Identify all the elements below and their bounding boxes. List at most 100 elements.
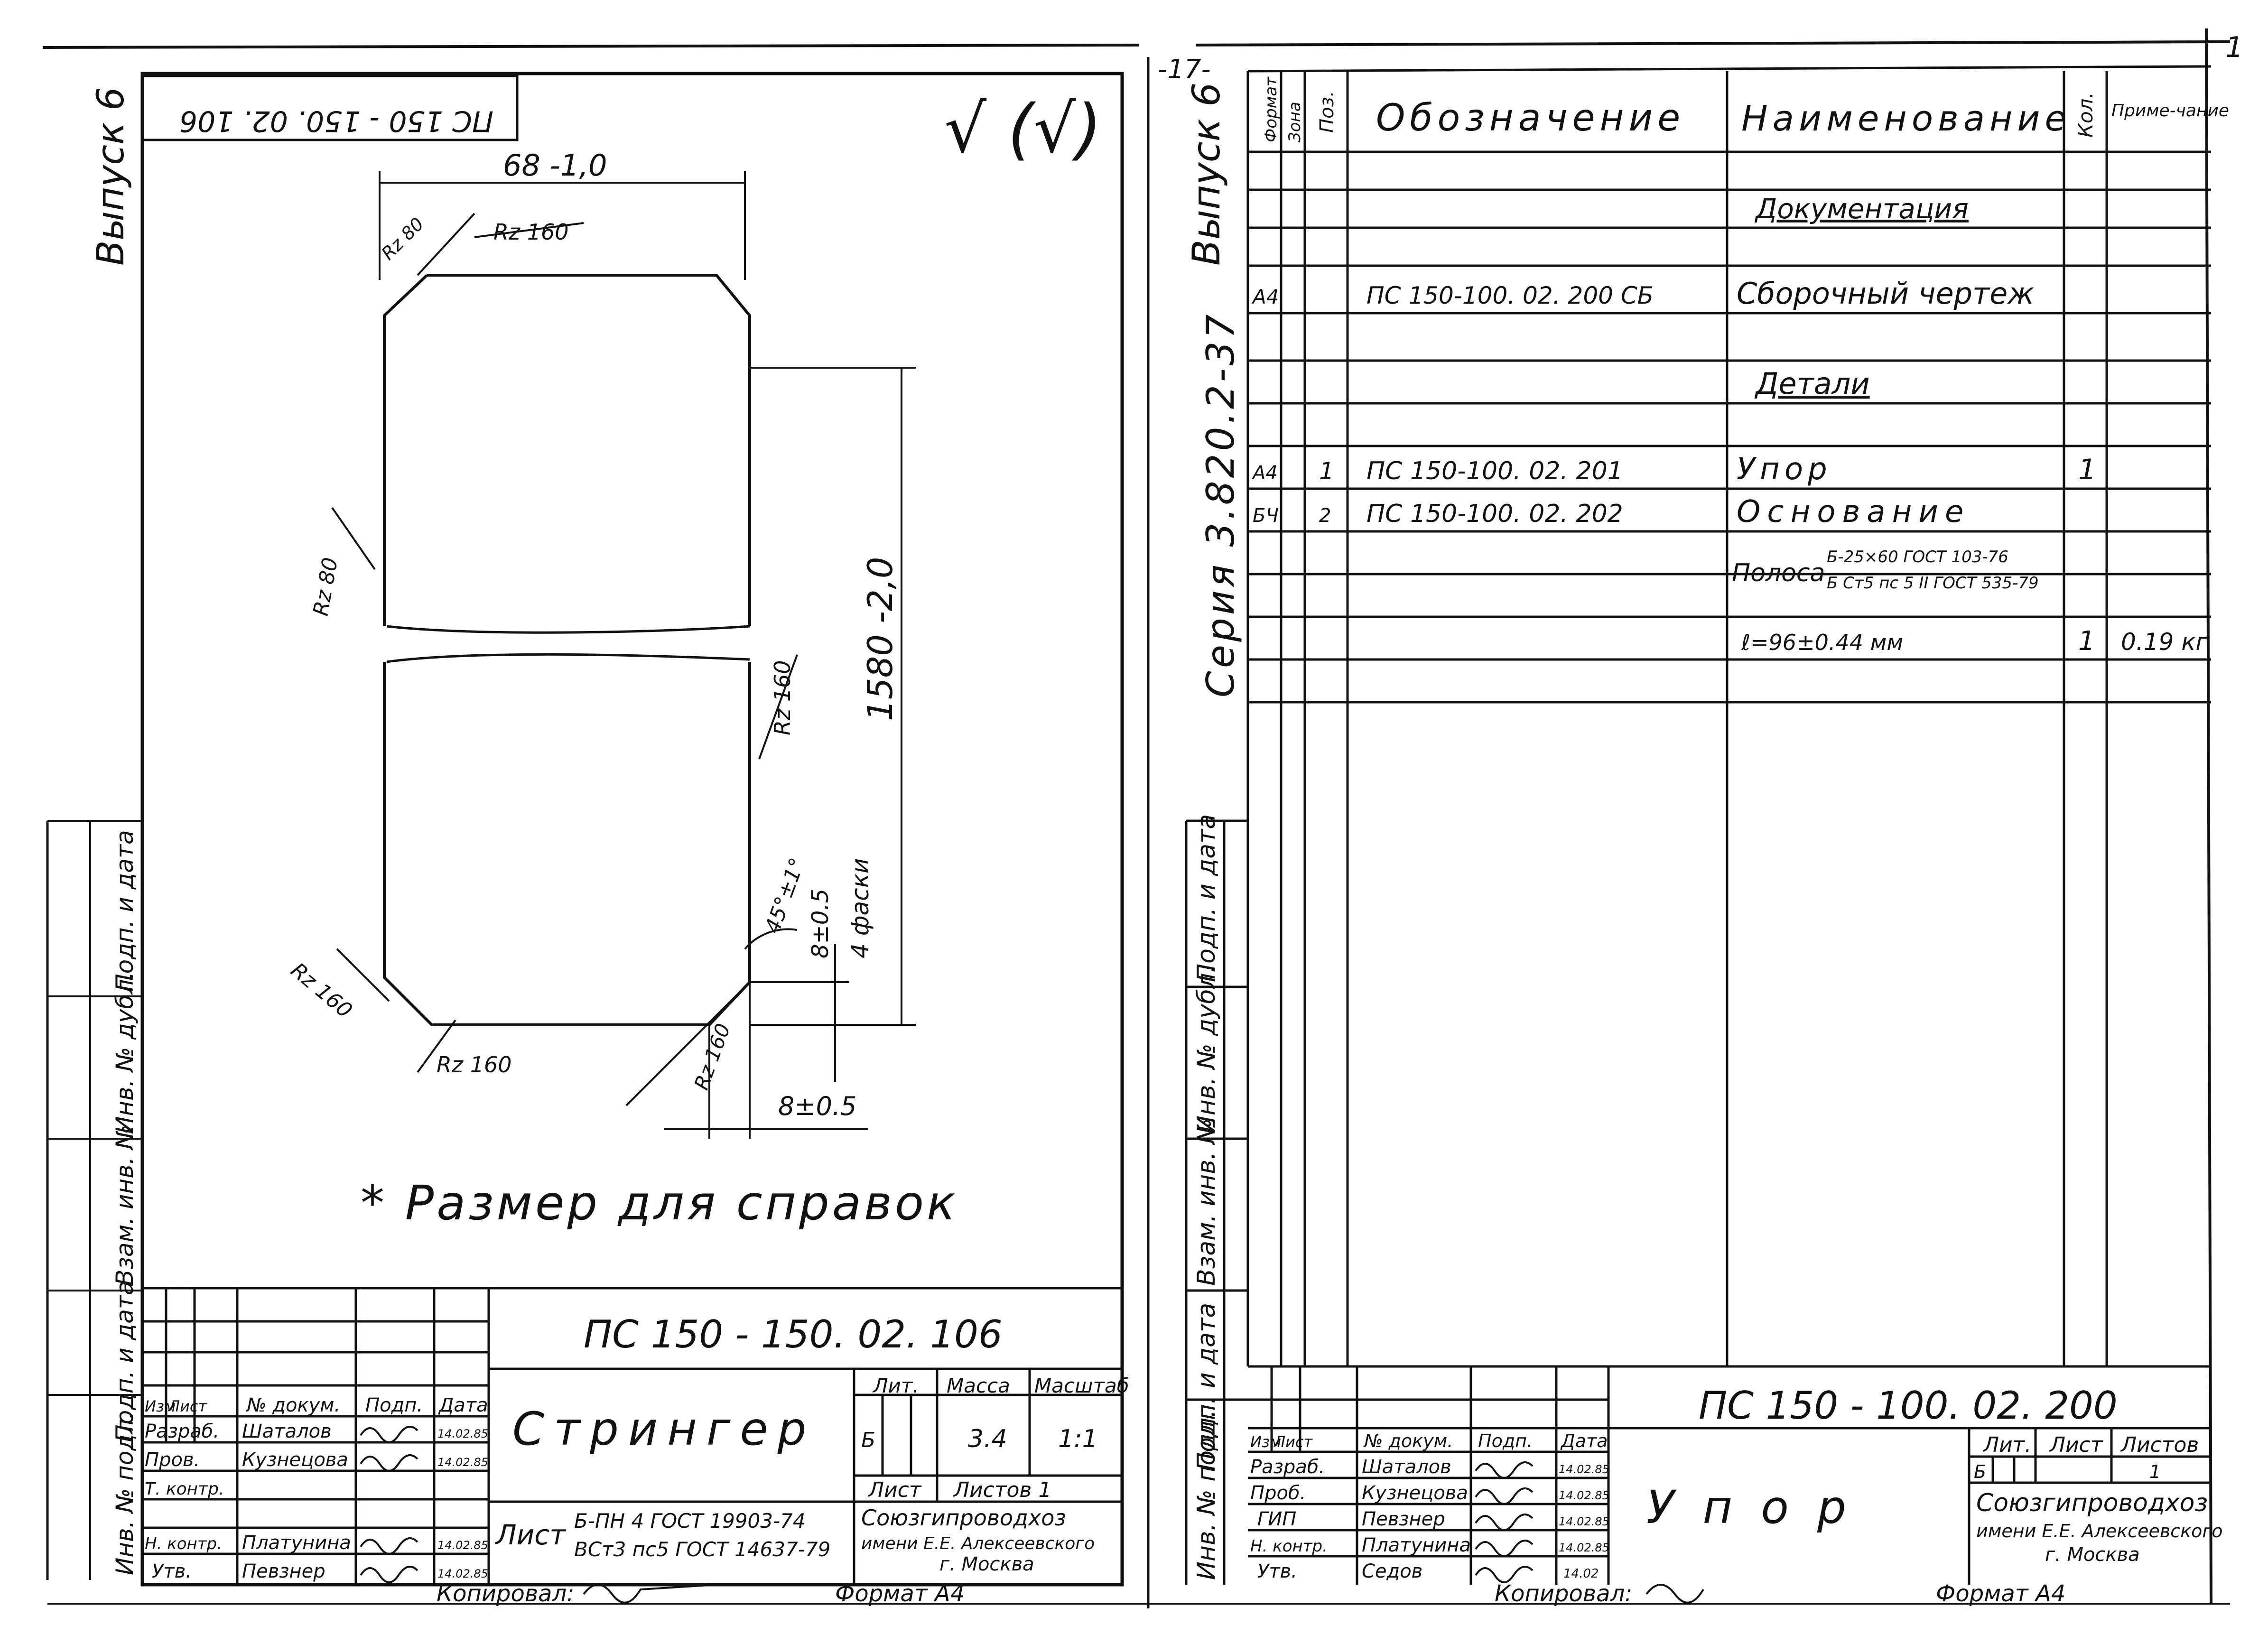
left-mass-header: Масса	[947, 1374, 1010, 1397]
left-signatures	[360, 1426, 418, 1583]
right-header-izm: Изм	[1250, 1433, 1281, 1451]
spec-row-4-designation: ПС 150-100. 02. 201	[1366, 457, 1623, 485]
right-sheet-header: Лист	[2049, 1433, 2103, 1457]
dim-length: 1580 -2,0	[860, 557, 900, 721]
right-header-date: Дата	[1560, 1430, 1608, 1451]
strip-note: 0.19 кг	[2121, 628, 2208, 656]
right-footer-format: Формат А4	[1936, 1580, 2065, 1607]
corner-number: 1	[2225, 31, 2243, 64]
right-sheets-value: 1	[2149, 1461, 2161, 1482]
spec-header-zone: Зона	[1285, 102, 1304, 142]
left-role-date-1: 14.02.85	[437, 1427, 488, 1440]
right-role-name-1: Шаталов	[1362, 1456, 1451, 1478]
right-role-1: Разраб.	[1250, 1456, 1325, 1478]
roughness-r2: Rz 160	[493, 219, 569, 245]
right-role-name-5: Седов	[1362, 1560, 1422, 1582]
left-sheets-label: Листов 1	[953, 1478, 1051, 1502]
right-stamp-inv-dubl: Инв. № дубл.	[1192, 965, 1221, 1134]
part-outline	[383, 274, 751, 1026]
right-doc-number: ПС 150 - 100. 02. 200	[1699, 1384, 2118, 1428]
left-role-name-1: Шаталов	[242, 1421, 332, 1442]
left-sheet-label: Лист	[867, 1478, 922, 1502]
right-stamp-vzam-inv: Взам. инв. №	[1192, 1118, 1221, 1286]
left-org-line1: Союзгипроводхоз	[861, 1505, 1066, 1531]
left-material-line2: ВСт3 пс5 ГОСТ 14637-79	[574, 1538, 830, 1561]
strip-name: Полоса	[1732, 559, 1825, 587]
left-role-name-6: Певзнер	[242, 1560, 325, 1582]
left-stamp-inv-podl: Инв. № подл.	[111, 1412, 139, 1575]
spec-header-qty: Кол.	[2074, 92, 2097, 138]
spec-row-4-name: Упор	[1737, 452, 1832, 487]
roughness-r4: Rz 160	[770, 660, 795, 735]
left-role-3: Т. контр.	[145, 1479, 224, 1499]
right-stamp-inv-podl: Инв. № подл.	[1192, 1410, 1221, 1580]
right-role-3: ГИП	[1257, 1508, 1296, 1530]
left-lit-value: Б	[861, 1428, 875, 1452]
spec-row-5-format: БЧ	[1253, 505, 1279, 527]
right-lit-value: Б	[1974, 1461, 1986, 1482]
spec-row-4-qty: 1	[2078, 453, 2096, 486]
right-series-label: Серия 3.820.2-37	[1199, 312, 1243, 697]
strip-spec-1: Б-25×60 ГОСТ 103-76	[1827, 548, 2008, 567]
left-sheet: Выпуск 6 Инв. № подл. Подп. и дата Взам.…	[46, 72, 1129, 1607]
right-role-2: Проб.	[1250, 1482, 1306, 1504]
right-org-line2: имени Е.Е. Алексеевского	[1976, 1521, 2223, 1542]
spec-row-2-name: Сборочный чертеж	[1737, 276, 2034, 311]
left-material-prefix: Лист	[495, 1519, 567, 1551]
left-footer-copied: Копировал:	[437, 1580, 574, 1607]
right-role-4: Н. контр.	[1250, 1537, 1328, 1556]
left-scale-header: Масштаб	[1034, 1374, 1129, 1397]
roughness-r6: Rz 160	[437, 1052, 512, 1077]
strip-length: ℓ=96±0.44 мм	[1741, 630, 1903, 655]
spec-row-2-designation: ПС 150-100. 02. 200 СБ	[1366, 282, 1654, 309]
bottom-dim: 8±0.5	[778, 1091, 856, 1121]
left-role-5: Н. контр.	[145, 1534, 222, 1553]
spec-row-5-designation: ПС 150-100. 02. 202	[1366, 500, 1623, 528]
left-stamp-podp-data-1: Подп. и дата	[111, 1281, 139, 1442]
right-org-line3: г. Москва	[2045, 1544, 2140, 1566]
left-doc-number: ПС 150 - 150. 02. 106	[584, 1312, 1003, 1356]
right-sheet: Выпуск 6 Серия 3.820.2-37 Инв. № подл. П…	[1147, 57, 2229, 1608]
left-title-block	[142, 1287, 1122, 1585]
left-role-6: Утв.	[152, 1560, 192, 1582]
right-role-name-3: Певзнер	[1362, 1508, 1445, 1530]
left-mass-value: 3.4	[968, 1425, 1007, 1453]
right-issue-label: Выпуск 6	[1184, 83, 1228, 266]
left-material-line1: Б-ПН 4 ГОСТ 19903-74	[574, 1509, 806, 1533]
strip-qty: 1	[2078, 626, 2095, 657]
left-role-name-2: Кузнецова	[242, 1449, 348, 1471]
right-org-line1: Союзгипроводхоз	[1976, 1489, 2208, 1517]
dim-width: 68 -1,0	[503, 148, 607, 183]
spec-row-5-name: Основание	[1737, 494, 1970, 529]
left-role-date-5: 14.02.85	[437, 1539, 488, 1552]
right-role-name-4: Платунина	[1362, 1534, 1471, 1556]
left-part-name: Стрингер	[512, 1403, 816, 1456]
left-role-2: Пров.	[145, 1449, 200, 1471]
right-header-list: Лист	[1273, 1433, 1313, 1451]
left-stamp-inv-dubl: Инв. № дубл.	[111, 972, 139, 1134]
left-header-izm: Изм	[145, 1397, 176, 1415]
spec-row-4-format: А4	[1251, 462, 1278, 484]
left-org-line3: г. Москва	[939, 1553, 1034, 1575]
left-org-line2: имени Е.Е. Алексеевского	[861, 1534, 1095, 1553]
spec-row-3-name: Детали	[1754, 366, 1870, 401]
strip-spec-2: Б Ст5 пс 5 II ГОСТ 535-79	[1827, 574, 2039, 593]
right-role-date-2: 14.02.85	[1559, 1489, 1609, 1502]
roughness-mark: √ (√)	[944, 91, 1102, 168]
page-number: -17-	[1158, 54, 1211, 85]
right-sheets-header: Листов	[2120, 1433, 2199, 1457]
right-part-name: Упор	[1646, 1481, 1875, 1534]
left-lit-header: Лит.	[872, 1374, 919, 1397]
chamfer-size: 8±0.5	[807, 889, 834, 958]
left-scale-value: 1:1	[1058, 1425, 1098, 1453]
right-header-ndoc: № докум.	[1363, 1430, 1453, 1451]
chamfer-count: 4 фаски	[846, 858, 874, 958]
spec-header-designation: Обозначение	[1376, 97, 1685, 139]
left-header-list: Лист	[168, 1397, 207, 1415]
spec-row-2-format: А4	[1251, 285, 1279, 308]
spec-header-name: Наименование	[1741, 98, 2071, 139]
left-role-date-2: 14.02.85	[437, 1456, 488, 1469]
right-signatures	[1475, 1461, 1534, 1583]
right-footer-copied: Копировал:	[1495, 1580, 1632, 1607]
left-header-ndoc: № докум.	[246, 1394, 340, 1416]
